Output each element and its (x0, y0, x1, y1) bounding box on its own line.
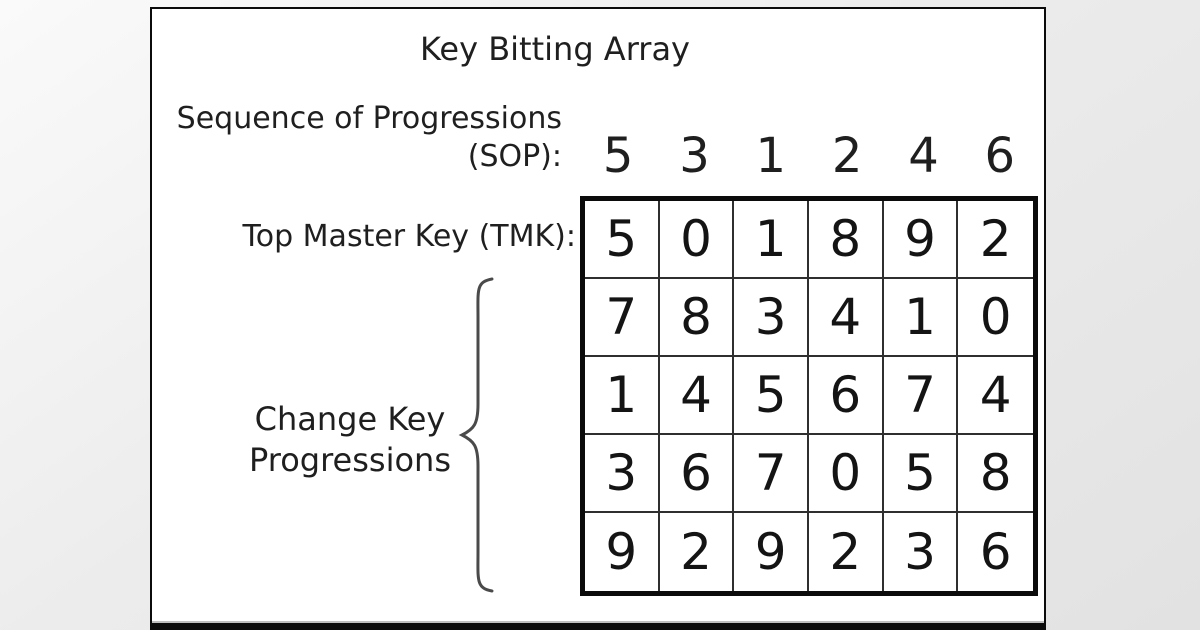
grid-cell: 8 (659, 279, 735, 357)
grid-cell: 7 (585, 279, 660, 357)
grid-cell: 4 (659, 357, 735, 435)
grid-cell: 3 (884, 513, 959, 591)
grid-cell: 3 (585, 435, 660, 513)
sop-label: Sequence of Progressions (SOP): (150, 100, 562, 176)
sop-value: 3 (679, 128, 710, 184)
grid-cell: 5 (585, 201, 660, 279)
grid-cell: 2 (660, 513, 735, 591)
sop-value: 5 (602, 128, 634, 184)
grid-cell: 0 (659, 201, 735, 279)
grid-cell: 8 (958, 435, 1033, 513)
grid-cell: 8 (808, 201, 884, 279)
change-key-label-line1: Change Key (254, 400, 446, 438)
grid-cell: 9 (585, 513, 660, 591)
grid-cell: 6 (659, 435, 735, 513)
curly-brace-icon (458, 277, 494, 593)
grid-cell: 2 (958, 201, 1033, 279)
sop-value: 1 (755, 128, 787, 184)
diagram-title: Key Bitting Array (420, 30, 690, 68)
sop-value: 2 (831, 128, 863, 184)
grid-cell: 5 (734, 357, 809, 435)
grid-cell: 4 (808, 279, 884, 357)
grid-cell: 9 (883, 201, 959, 279)
grid-cell: 0 (808, 435, 884, 513)
change-key-label-line2: Progressions (249, 441, 451, 479)
change-key-label: Change Key Progressions (235, 399, 465, 481)
grid-cell: 7 (734, 435, 809, 513)
grid-cell: 1 (883, 279, 959, 357)
grid-cell: 9 (734, 513, 809, 591)
sop-label-line1: Sequence of Progressions (176, 101, 562, 136)
grid-cell: 3 (734, 279, 809, 357)
grid-cell: 7 (883, 357, 959, 435)
grid-cell: 1 (734, 201, 809, 279)
grid-cell: 6 (808, 357, 884, 435)
sop-value: 4 (908, 128, 939, 184)
tmk-label: Top Master Key (TMK): (242, 219, 576, 254)
grid-cell: 4 (958, 357, 1033, 435)
grid-cell: 6 (979, 523, 1012, 581)
grid-cell: 0 (958, 279, 1033, 357)
sop-label-line2: (SOP): (467, 139, 562, 174)
grid-cell: 2 (809, 513, 884, 591)
grid-cell: 5 (883, 435, 959, 513)
sop-value: 6 (984, 128, 1016, 184)
grid-cell: 1 (585, 357, 660, 435)
